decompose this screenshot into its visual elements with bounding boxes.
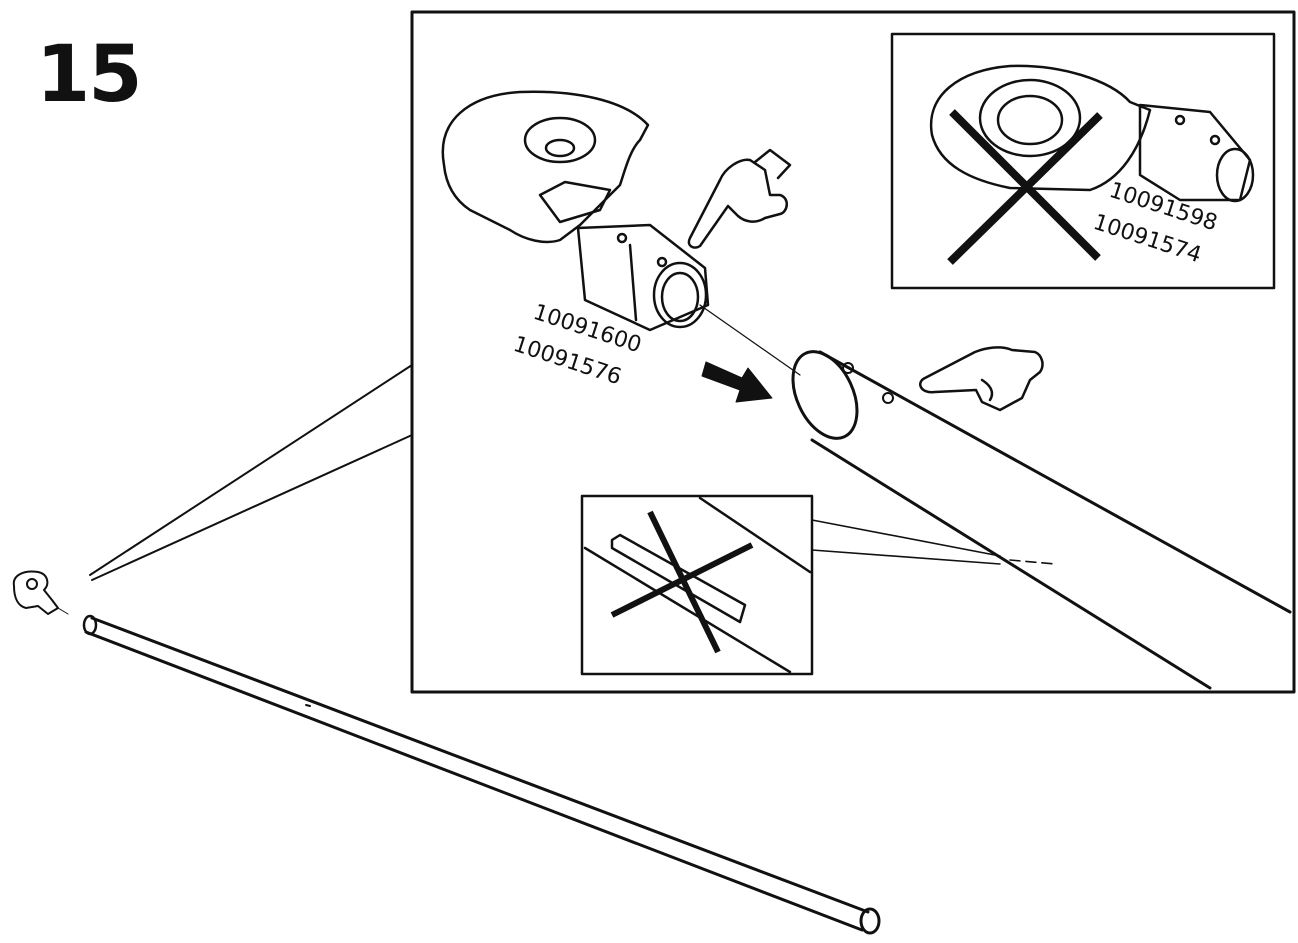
arrow-icon <box>701 361 773 403</box>
hole-detail-inset-frame <box>580 494 814 676</box>
cross-mark-icon <box>947 109 1103 265</box>
insertion-line <box>699 304 801 376</box>
zoom-callout-lines <box>89 364 413 581</box>
zoom-callout-lines <box>811 519 1056 565</box>
overview-fitting <box>12 570 69 615</box>
pointing-hand-icon <box>919 346 1044 412</box>
tube <box>791 350 1292 690</box>
step-number: 15 <box>36 30 143 120</box>
wrong-part-fitting <box>929 64 1255 203</box>
wrong-part-inset-frame <box>890 32 1276 290</box>
detail-frame <box>410 10 1296 694</box>
cross-mark-icon <box>610 510 754 654</box>
overview-rod <box>82 614 881 935</box>
pointing-hand-icon <box>687 148 792 249</box>
hook-fitting <box>441 90 710 332</box>
hole-detail <box>583 496 812 674</box>
